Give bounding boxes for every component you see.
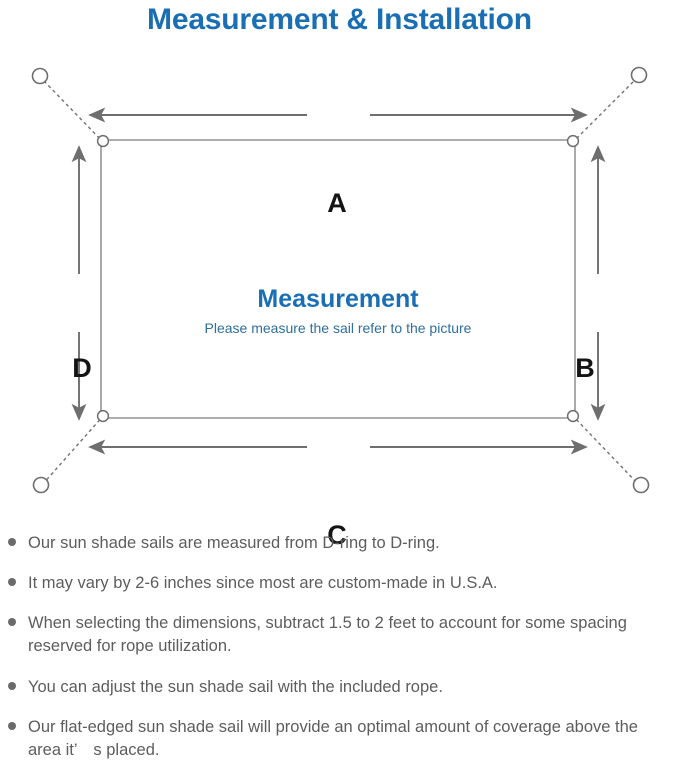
sail-rectangle xyxy=(100,139,576,419)
rope-line-top-left xyxy=(41,78,105,144)
anchor-point-top-right xyxy=(630,66,648,84)
bullet-icon xyxy=(8,676,28,690)
list-item-text: When selecting the dimensions, subtract … xyxy=(28,614,627,655)
diagram-svg xyxy=(31,66,650,494)
dimension-label-c: C xyxy=(327,520,347,550)
list-item-text: It may vary by 2-6 inches since most are… xyxy=(28,574,498,592)
rope-line-top-right xyxy=(571,77,638,144)
dimension-label-a: A xyxy=(327,188,347,218)
list-item: It may vary by 2-6 inches since most are… xyxy=(8,572,673,595)
list-item-text: Our sun shade sails are measured from D-… xyxy=(28,534,440,552)
d-ring-bottom-left xyxy=(96,409,110,423)
page-title: Measurement & Installation xyxy=(147,3,532,36)
measurement-diagram: Measurement Please measure the sail refe… xyxy=(0,44,679,549)
anchor-point-top-left xyxy=(31,67,49,85)
dimension-label-d: D xyxy=(72,353,92,383)
list-item: You can adjust the sun shade sail with t… xyxy=(8,676,673,699)
anchor-point-bottom-left xyxy=(32,476,50,494)
list-item: Our flat-edged sun shade sail will provi… xyxy=(8,716,673,762)
list-item: When selecting the dimensions, subtract … xyxy=(8,612,673,658)
d-ring-top-left xyxy=(96,134,110,148)
list-item-text: Our flat-edged sun shade sail will provi… xyxy=(28,718,638,759)
notes-list: Our sun shade sails are measured from D-… xyxy=(0,524,679,759)
list-item: Our sun shade sails are measured from D-… xyxy=(8,532,673,555)
list-item-text: You can adjust the sun shade sail with t… xyxy=(28,678,443,696)
bullet-icon xyxy=(8,716,28,730)
bullet-icon xyxy=(8,572,28,586)
dimension-label-b: B xyxy=(575,353,595,383)
anchor-point-bottom-right xyxy=(632,476,650,494)
rope-line-bottom-right xyxy=(571,414,640,486)
bullet-icon xyxy=(8,532,28,546)
d-ring-top-right xyxy=(566,134,580,148)
bullet-icon xyxy=(8,612,28,626)
rope-line-bottom-left xyxy=(41,414,105,486)
d-ring-bottom-right xyxy=(566,409,580,423)
